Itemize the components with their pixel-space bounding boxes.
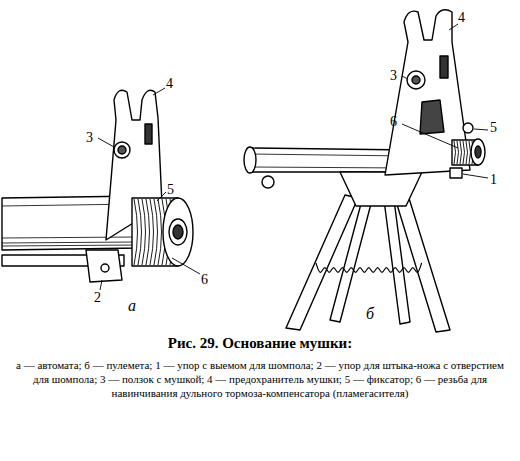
bipod-spring xyxy=(316,263,422,272)
front-sight-slide xyxy=(114,142,130,158)
thread xyxy=(154,199,158,265)
bayonet-lug xyxy=(86,250,122,282)
thread xyxy=(463,141,465,164)
caption-key: а — автомата; б — пулемета; 1 — упор с в… xyxy=(12,358,508,400)
thread xyxy=(454,141,456,164)
rifle-sight-base xyxy=(2,90,193,282)
bipod-clamp xyxy=(340,172,422,206)
sling-ring xyxy=(262,176,274,188)
sight-guard-slot xyxy=(440,56,448,78)
leader-lines xyxy=(98,24,488,290)
leader-line xyxy=(98,138,114,147)
bore xyxy=(475,146,481,158)
callout-number: 3 xyxy=(86,130,93,146)
mg-sight-base xyxy=(244,10,485,332)
callout-number: 4 xyxy=(458,10,465,26)
leader-line xyxy=(172,258,200,274)
thread xyxy=(466,141,468,164)
leader-line xyxy=(402,124,458,148)
front-sight-slide-inner xyxy=(412,76,420,84)
leader-line xyxy=(449,24,458,30)
thread xyxy=(138,199,142,265)
thread xyxy=(142,199,146,265)
bore xyxy=(169,219,187,245)
thread xyxy=(134,199,138,265)
sight-guard-slot xyxy=(145,124,152,144)
callout-number: 2 xyxy=(94,290,101,306)
callout-number: 3 xyxy=(390,68,397,84)
leader-line xyxy=(100,280,102,290)
leader-line xyxy=(463,174,488,178)
callout-number: 6 xyxy=(201,272,208,288)
thread xyxy=(146,199,150,265)
thread xyxy=(457,141,459,164)
leader-line xyxy=(153,88,165,95)
figure-caption: Рис. 29. Основание мушки: xyxy=(0,334,520,352)
detent xyxy=(463,123,473,133)
rod-hole xyxy=(101,264,109,272)
thread xyxy=(460,141,462,164)
callout-number: 5 xyxy=(167,182,174,198)
barrel-shading xyxy=(250,154,408,168)
muzzle-face xyxy=(163,198,193,266)
front-sight-slide-inner xyxy=(118,146,126,154)
barrel-ring xyxy=(244,147,256,173)
callout-number: 5 xyxy=(490,120,497,136)
thread xyxy=(150,199,154,265)
figure-letter: а xyxy=(128,298,136,314)
callout-number: 6 xyxy=(390,114,397,130)
thread xyxy=(469,141,471,164)
tower-window xyxy=(420,100,444,134)
bipod-leg xyxy=(395,195,450,332)
bipod-leg xyxy=(286,195,358,330)
leader-line xyxy=(474,129,488,130)
front-sight-slide xyxy=(407,71,425,89)
callout-number: 4 xyxy=(166,76,173,92)
rod-notch xyxy=(450,168,462,178)
muzzle-face xyxy=(471,139,485,165)
figure-letter: б xyxy=(366,306,374,322)
leader-line xyxy=(157,192,166,201)
bore-inner xyxy=(173,225,183,239)
callout-number: 1 xyxy=(490,172,497,188)
thread xyxy=(158,199,162,265)
leader-line xyxy=(402,76,408,79)
